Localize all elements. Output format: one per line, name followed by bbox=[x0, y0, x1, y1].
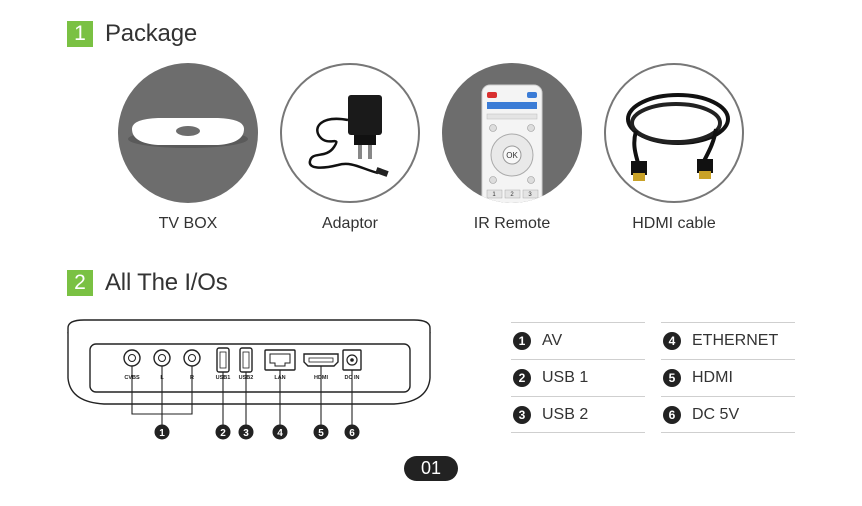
remote-ok-label: OK bbox=[506, 151, 518, 160]
io-list-left: 1 AV 2 USB 1 3 USB 2 bbox=[511, 322, 645, 433]
package-section-header: 1 Package bbox=[67, 20, 197, 48]
io-number-badge: 5 bbox=[663, 369, 681, 387]
section-title: Package bbox=[105, 20, 197, 47]
callout-1: 1 bbox=[154, 424, 170, 440]
ir-remote-icon: OK 1 2 3 bbox=[442, 63, 582, 203]
section-number-badge: 1 bbox=[67, 21, 93, 47]
io-number-badge: 2 bbox=[513, 369, 531, 387]
io-number-badge: 4 bbox=[663, 332, 681, 350]
io-label: USB 2 bbox=[542, 405, 589, 423]
package-item-tv-box: TV BOX bbox=[108, 63, 268, 233]
svg-text:6: 6 bbox=[349, 428, 355, 439]
device-back-panel: CVBS L R USB1 USB2 LAN HDMI DC IN 1 2 3 … bbox=[67, 319, 431, 440]
io-label: USB 1 bbox=[542, 369, 589, 386]
io-label: DC 5V bbox=[692, 405, 740, 423]
package-item-adaptor: Adaptor bbox=[270, 63, 430, 233]
io-label: AV bbox=[542, 332, 563, 349]
callout-lines bbox=[131, 366, 353, 426]
svg-text:1: 1 bbox=[159, 428, 165, 439]
callout-2: 2 bbox=[215, 424, 231, 440]
section-number-badge: 2 bbox=[67, 270, 93, 296]
package-item-label: TV BOX bbox=[158, 215, 218, 232]
io-list-item: 5 HDMI bbox=[661, 359, 795, 396]
io-list-right: 4 ETHERNET 5 HDMI 6 DC 5V bbox=[661, 322, 795, 433]
callout-3: 3 bbox=[238, 424, 254, 440]
callout-5: 5 bbox=[313, 424, 329, 440]
package-item-label: Adaptor bbox=[321, 215, 379, 232]
tv-box-icon bbox=[118, 63, 258, 203]
power-adaptor-icon bbox=[280, 63, 420, 203]
io-number-badge: 1 bbox=[513, 332, 531, 350]
hdmi-port bbox=[303, 353, 339, 367]
io-list-item: 1 AV bbox=[511, 322, 645, 359]
remote-key-1: 1 bbox=[492, 192, 496, 198]
package-item-label: HDMI cable bbox=[632, 215, 716, 232]
io-list-item: 4 ETHERNET bbox=[661, 322, 795, 359]
io-list-item: 2 USB 1 bbox=[511, 359, 645, 396]
remote-key-3: 3 bbox=[528, 192, 532, 198]
ios-section-header: 2 All The I/Os bbox=[67, 269, 228, 297]
av-jacks bbox=[123, 349, 201, 367]
callout-6: 6 bbox=[344, 424, 360, 440]
io-label: HDMI bbox=[692, 369, 733, 386]
svg-text:5: 5 bbox=[318, 428, 324, 439]
package-item-hdmi-cable: HDMI cable bbox=[594, 63, 754, 233]
svg-text:2: 2 bbox=[220, 428, 226, 439]
io-list-item: 3 USB 2 bbox=[511, 396, 645, 433]
io-label: ETHERNET bbox=[692, 332, 779, 349]
package-item-ir-remote: OK 1 2 3 IR Remote bbox=[432, 63, 592, 233]
svg-text:4: 4 bbox=[277, 428, 283, 439]
svg-text:3: 3 bbox=[243, 428, 249, 439]
package-item-label: IR Remote bbox=[473, 215, 551, 232]
io-number-badge: 6 bbox=[663, 405, 681, 424]
remote-key-2: 2 bbox=[510, 192, 514, 198]
io-number-badge: 3 bbox=[513, 405, 531, 424]
hdmi-cable-icon bbox=[604, 63, 744, 203]
io-list-item: 6 DC 5V bbox=[661, 396, 795, 433]
section-title: All The I/Os bbox=[105, 269, 228, 296]
callout-4: 4 bbox=[272, 424, 288, 440]
page-number: 01 bbox=[404, 456, 458, 481]
